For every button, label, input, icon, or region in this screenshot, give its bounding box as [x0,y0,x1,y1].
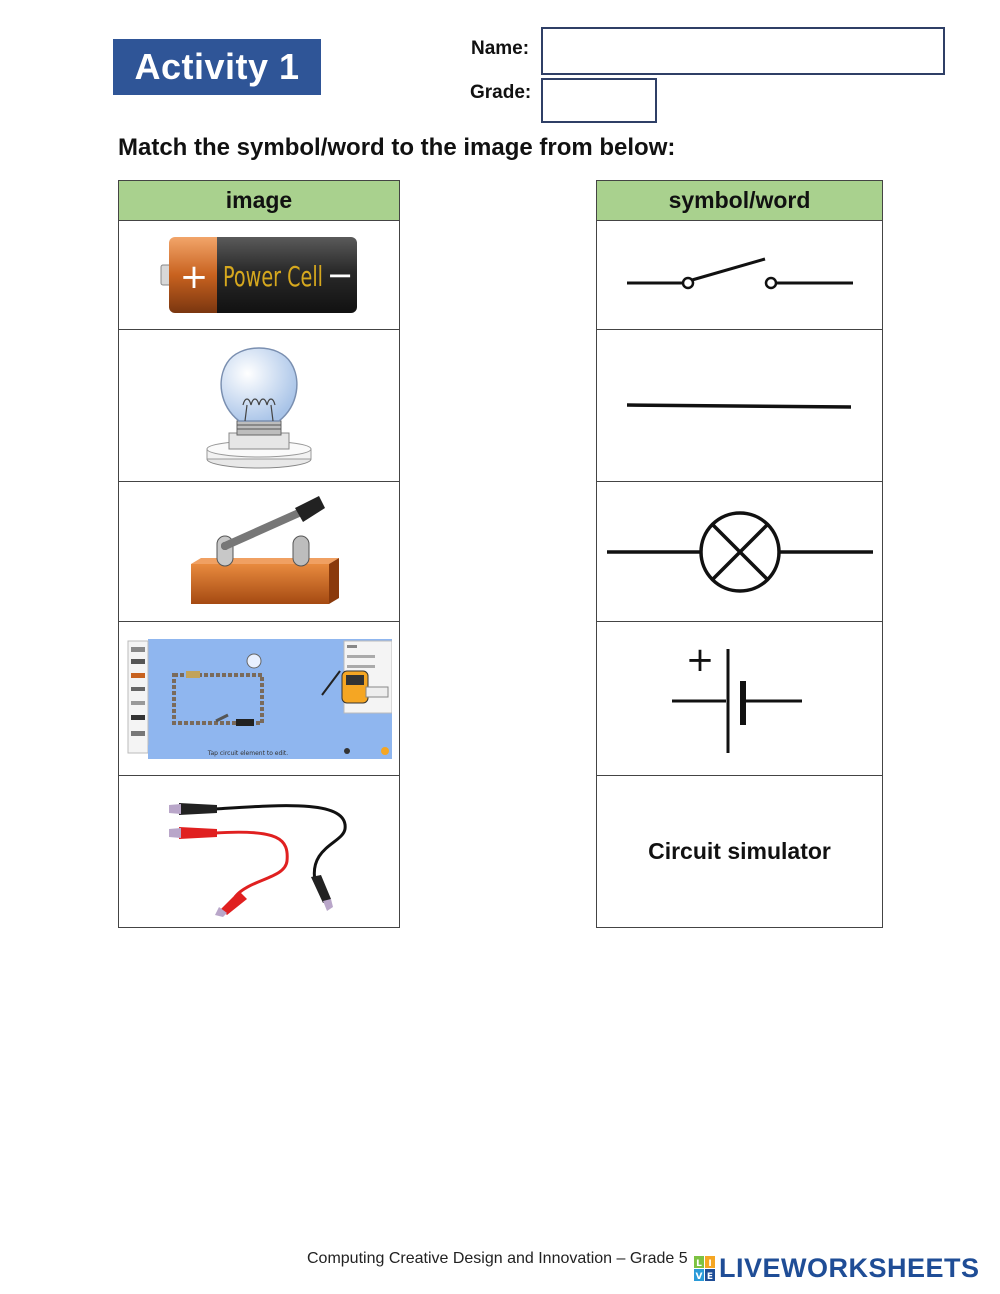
lamp-symbol-icon [606,510,873,593]
symbol-cell-wire[interactable] [596,329,883,482]
image-column-table: image [118,180,400,928]
cell-plus-text: + [685,641,714,680]
activity-title: Activity 1 [113,39,321,95]
symbol-column-heading: symbol/word [596,180,883,221]
name-label: Name: [471,38,530,59]
logo-letter-l: L [696,1259,702,1269]
circuit-simulator-screenshot-icon: Tap circuit element to edit. [126,634,392,763]
liveworksheets-logo: L I V E LIVEWORKSHEETS [694,1253,980,1284]
image-column-heading: image [118,180,400,221]
battery-power-cell-icon: + Power Cell − [160,237,357,313]
symbol-cell-switch[interactable] [596,220,883,330]
liveworksheets-wordmark: LIVEWORKSHEETS [719,1253,980,1283]
image-cell-simulator[interactable]: Tap circuit element to edit. [118,621,400,776]
symbol-cell-cell[interactable]: + [596,621,883,776]
logo-letter-e: E [707,1272,713,1282]
logo-letter-v: V [696,1272,703,1282]
liveworksheets-logo-icon: L I V E [694,1255,715,1282]
cell-symbol-icon: + [671,641,802,753]
image-cell-battery[interactable]: + Power Cell − [118,220,400,330]
instruction-text: Match the symbol/word to the image from … [118,134,676,161]
battery-plus-text: + [180,257,209,297]
symbol-cell-lamp[interactable] [596,481,883,622]
grade-label: Grade: [470,82,532,103]
image-cell-wires[interactable] [118,775,400,928]
wire-symbol-icon [626,402,851,409]
image-cell-switch[interactable] [118,481,400,622]
simulator-caption: Tap circuit element to edit. [207,750,288,757]
alligator-clip-wires-icon [169,802,347,917]
grade-field[interactable] [541,78,657,123]
knife-switch-icon [191,496,339,604]
image-cell-bulb[interactable] [118,329,400,482]
name-field[interactable] [541,27,945,75]
open-switch-symbol-icon [626,257,853,290]
battery-minus-text: − [327,256,354,294]
symbol-column-table: symbol/word [596,180,883,928]
light-bulb-icon [206,346,312,468]
logo-letter-i: I [708,1259,711,1269]
symbol-cell-word[interactable]: Circuit simulator [596,775,883,928]
battery-label: Power Cell [223,260,323,293]
footer-course-text: Computing Creative Design and Innovation… [307,1250,688,1267]
circuit-simulator-word: Circuit simulator [648,838,831,864]
